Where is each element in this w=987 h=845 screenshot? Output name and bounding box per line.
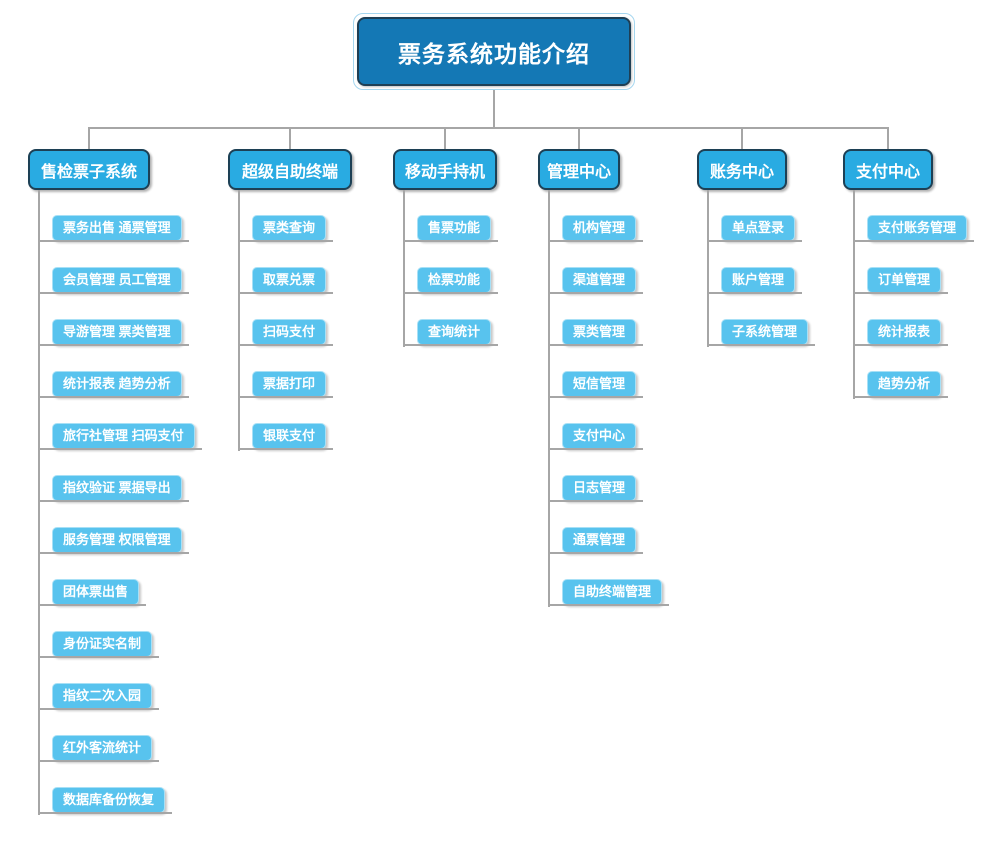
node-super-self-service-terminal-1: 取票兑票 xyxy=(238,267,334,294)
node-management-center-6: 通票管理 xyxy=(548,527,644,554)
node-accounting-center-0: 单点登录 xyxy=(707,215,803,242)
node-mobile-handheld-0: 售票功能 xyxy=(403,215,499,242)
node-mobile-handheld-1: 检票功能 xyxy=(403,267,499,294)
node-mobile-handheld-2: 查询统计 xyxy=(403,319,499,346)
node-ticketing-subsystem-6: 服务管理 权限管理 xyxy=(39,527,189,554)
node-ticketing-subsystem-3: 统计报表 趋势分析 xyxy=(39,371,189,398)
branch-header-management-center: 管理中心 xyxy=(538,149,620,190)
node-super-self-service-terminal-2: 扫码支付 xyxy=(238,319,334,346)
connector-stub-mobile-handheld xyxy=(444,127,446,149)
node-accounting-center-2: 子系统管理 xyxy=(707,319,816,346)
node-management-center-7: 自助终端管理 xyxy=(548,579,670,606)
node-ticketing-subsystem-0: 票务出售 通票管理 xyxy=(39,215,189,242)
node-accounting-center-1: 账户管理 xyxy=(707,267,803,294)
node-payment-center-0: 支付账务管理 xyxy=(853,215,975,242)
node-payment-center-3: 趋势分析 xyxy=(853,371,949,398)
connector-stub-payment-center xyxy=(887,127,889,149)
node-ticketing-subsystem-2: 导游管理 票类管理 xyxy=(39,319,189,346)
node-super-self-service-terminal-0: 票类查询 xyxy=(238,215,334,242)
connector-trunk-management-center xyxy=(548,190,550,607)
node-ticketing-subsystem-5: 指纹验证 票据导出 xyxy=(39,475,189,502)
node-super-self-service-terminal-4: 银联支付 xyxy=(238,423,334,450)
node-management-center-0: 机构管理 xyxy=(548,215,644,242)
branch-header-super-self-service-terminal: 超级自助终端 xyxy=(228,149,352,190)
connector-main-rail xyxy=(88,127,889,129)
node-management-center-4: 支付中心 xyxy=(548,423,644,450)
node-super-self-service-terminal-3: 票据打印 xyxy=(238,371,334,398)
connector-trunk-payment-center xyxy=(853,190,855,399)
node-management-center-2: 票类管理 xyxy=(548,319,644,346)
node-payment-center-2: 统计报表 xyxy=(853,319,949,346)
root-node-frame: 票务系统功能介绍 xyxy=(353,13,635,90)
page-title: 票务系统功能介绍 xyxy=(398,40,590,67)
connector-trunk-mobile-handheld xyxy=(403,190,405,347)
node-payment-center-1: 订单管理 xyxy=(853,267,949,294)
connector-trunk-super-self-service-terminal xyxy=(238,190,240,451)
node-ticketing-subsystem-4: 旅行社管理 扫码支付 xyxy=(39,423,202,450)
node-ticketing-subsystem-9: 指纹二次入园 xyxy=(38,683,160,710)
connector-stub-super-self-service-terminal xyxy=(289,127,291,149)
node-ticketing-subsystem-8: 身份证实名制 xyxy=(38,631,160,658)
node-ticketing-subsystem-11: 数据库备份恢复 xyxy=(38,787,173,814)
branch-header-accounting-center: 账务中心 xyxy=(697,149,787,190)
node-ticketing-subsystem-10: 红外客流统计 xyxy=(38,735,160,762)
connector-trunk-accounting-center xyxy=(707,190,709,347)
node-management-center-5: 日志管理 xyxy=(548,475,644,502)
connector-trunk-ticketing-subsystem xyxy=(38,190,40,815)
node-management-center-1: 渠道管理 xyxy=(548,267,644,294)
connector-stub-management-center xyxy=(578,127,580,149)
root-node: 票务系统功能介绍 xyxy=(357,17,631,86)
branch-header-payment-center: 支付中心 xyxy=(843,149,933,190)
node-ticketing-subsystem-1: 会员管理 员工管理 xyxy=(39,267,189,294)
connector-stub-accounting-center xyxy=(741,127,743,149)
node-ticketing-subsystem-7: 团体票出售 xyxy=(38,579,147,606)
node-management-center-3: 短信管理 xyxy=(548,371,644,398)
branch-header-mobile-handheld: 移动手持机 xyxy=(393,149,497,190)
branch-header-ticketing-subsystem: 售检票子系统 xyxy=(28,149,150,190)
connector-root-drop xyxy=(493,90,495,127)
connector-stub-ticketing-subsystem xyxy=(88,127,90,149)
